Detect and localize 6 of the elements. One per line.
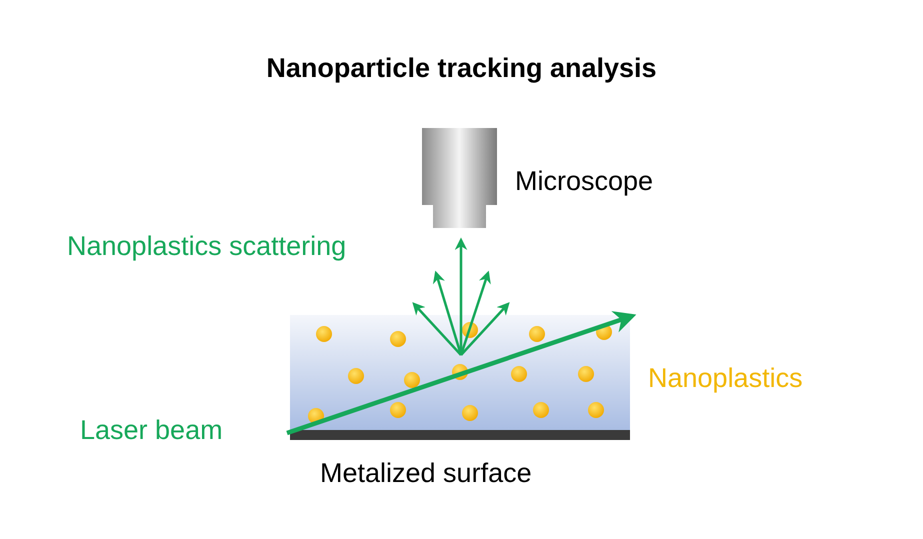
part-label: Metalized surface — [320, 457, 532, 489]
diagram-title: Nanoparticle tracking analysis — [265, 52, 658, 84]
part-label: Nanoplastics scattering — [67, 230, 346, 262]
part-label: Laser beam — [80, 414, 223, 446]
part-label: Microscope — [515, 165, 654, 197]
part-label: Nanoplastics — [648, 362, 803, 394]
